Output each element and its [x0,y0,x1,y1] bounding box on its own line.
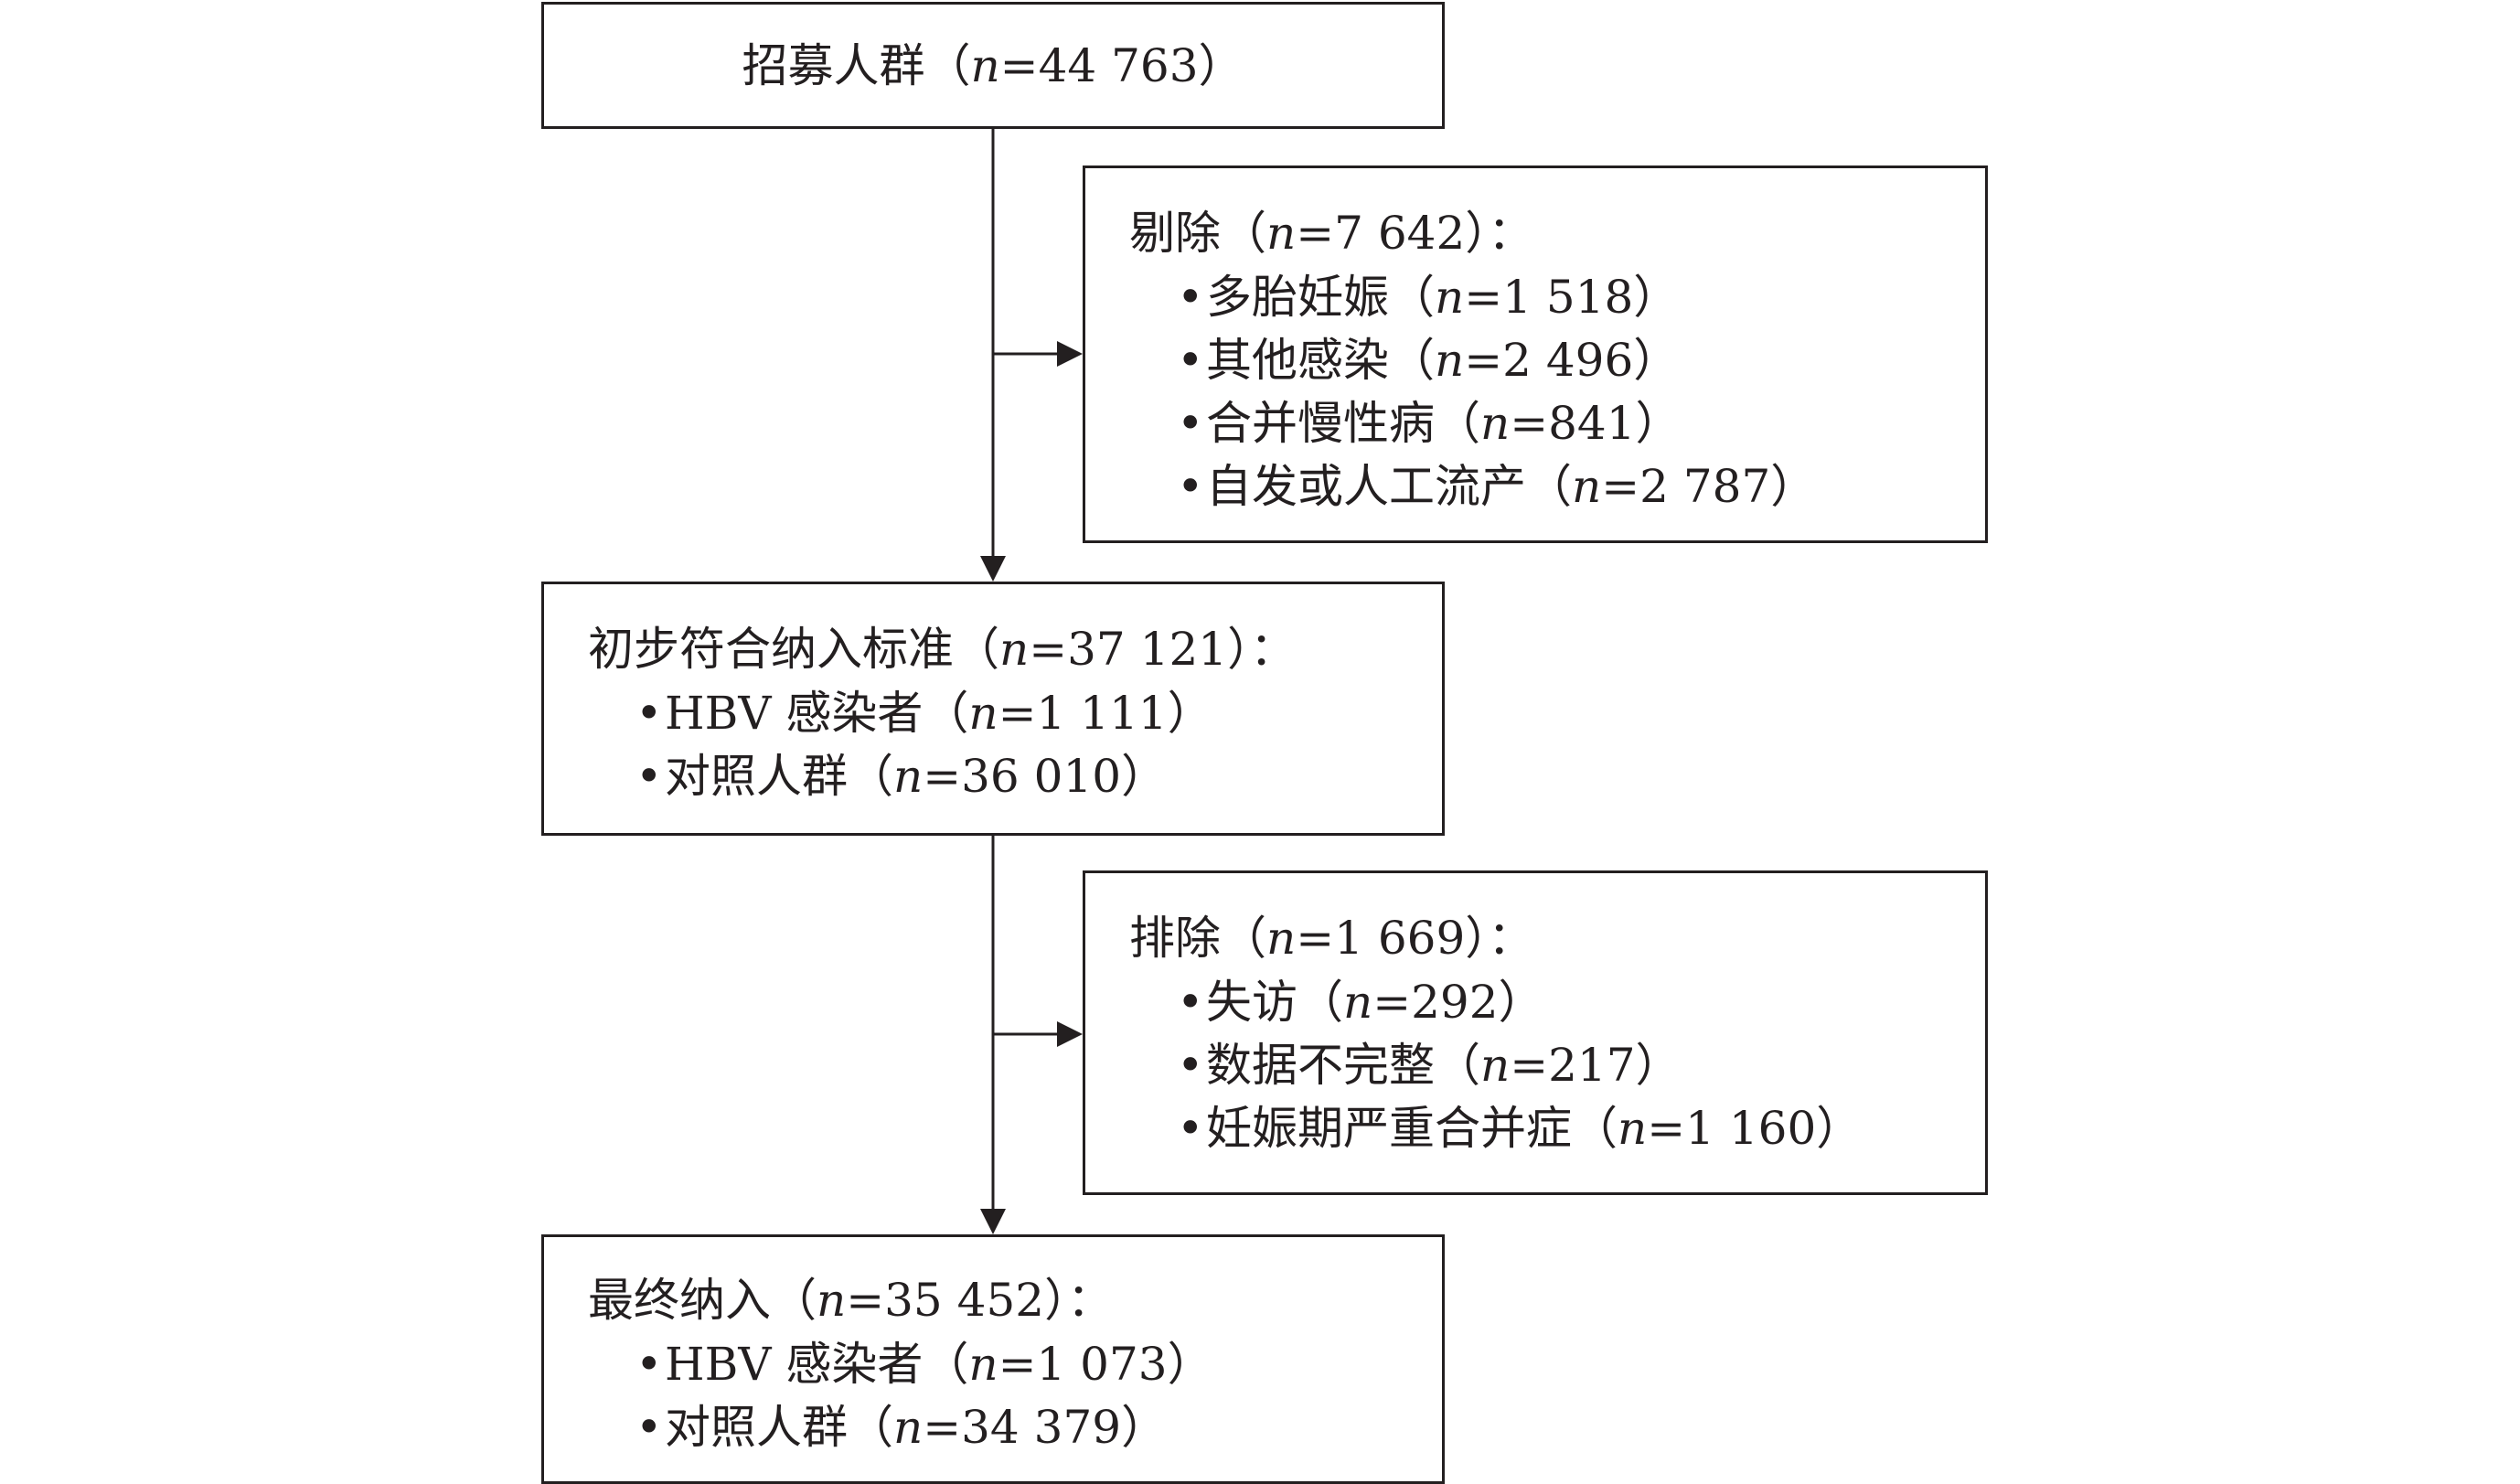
eligible-header: 初步符合纳入标准（n=37 121）： [588,623,1297,676]
final-count: 35 452 [884,1274,1045,1327]
list-item: •对照人群（n=34 379） [635,1395,1167,1459]
list-item: •多胎妊娠（n=1 518） [1177,265,1679,329]
recruited-label: 招募人群 [742,39,925,92]
bullet-icon: • [1177,976,1204,1029]
bullet-icon: • [635,750,663,803]
excluded-2-label: 排除 [1129,912,1221,965]
recruited-count: 44 763 [1038,39,1199,92]
arrowhead-excluded-2 [1057,1021,1083,1047]
bullet-icon: • [1177,271,1204,324]
excluded-2-header: 排除（n=1 669）： [1129,912,1534,965]
excluded-1-label: 剔除 [1129,207,1221,260]
final-header: 最终纳入（n=35 452）： [588,1274,1114,1327]
arrowhead-final [980,1209,1006,1234]
eligible-label: 初步符合纳入标准 [588,623,954,676]
list-item: •自发或人工流产（n=2 787） [1177,454,1816,518]
excluded-1-box: 剔除（n=7 642）： •多胎妊娠（n=1 518） •其他感染（n=2 49… [1083,165,1988,543]
excluded-1-header: 剔除（n=7 642）： [1129,207,1534,260]
arrowhead-excluded-1 [1057,341,1083,367]
list-item: •对照人群（n=36 010） [635,744,1167,808]
bullet-icon: • [1177,1102,1204,1155]
final-box: 最终纳入（n=35 452）： •HBV 感染者（n=1 073） •对照人群（… [541,1234,1445,1484]
final-label: 最终纳入 [588,1274,771,1327]
recruited-line: 招募人群（n=44 763） [742,39,1244,92]
bullet-icon: • [1177,397,1204,450]
eligible-box: 初步符合纳入标准（n=37 121）： •HBV 感染者（n=1 111） •对… [541,582,1445,836]
arrowhead-eligible [980,556,1006,582]
excluded-2-box: 排除（n=1 669）： •失访（n=292） •数据不完整（n=217） •妊… [1083,870,1988,1195]
eligible-count: 37 121 [1067,623,1228,676]
recruited-box: 招募人群（n=44 763） [541,2,1445,129]
bullet-icon: • [1177,460,1204,513]
bullet-icon: • [635,687,663,740]
list-item: •失访（n=292） [1177,970,1544,1034]
excluded-2-count: 1 669 [1334,912,1466,965]
excluded-1-count: 7 642 [1334,207,1466,260]
bullet-icon: • [1177,1039,1204,1092]
list-item: •妊娠期严重合并症（n=1 160） [1177,1096,1862,1160]
bullet-icon: • [635,1401,663,1454]
list-item: •HBV 感染者（n=1 073） [635,1332,1213,1396]
bullet-icon: • [1177,334,1204,387]
list-item: •HBV 感染者（n=1 111） [635,681,1213,745]
list-item: •其他感染（n=2 496） [1177,328,1679,392]
list-item: •合并慢性病（n=841） [1177,391,1682,455]
list-item: •数据不完整（n=217） [1177,1033,1682,1097]
bullet-icon: • [635,1338,663,1391]
